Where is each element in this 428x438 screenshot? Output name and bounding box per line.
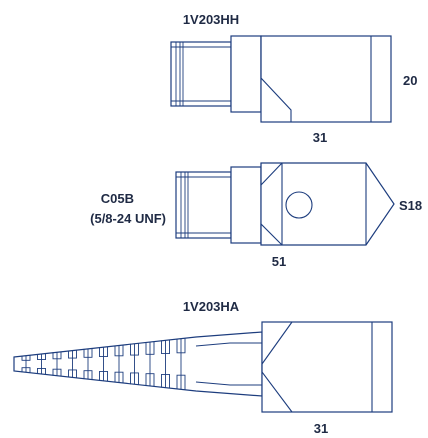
boot-notch-bottom xyxy=(83,370,93,380)
boot-notch-top xyxy=(68,350,77,359)
boot-notch-top xyxy=(52,351,62,360)
boot-notch-bottom xyxy=(52,368,62,377)
boot-notch-bottom xyxy=(130,372,139,385)
boot-notch-top xyxy=(130,343,139,356)
boot-ribs xyxy=(21,338,262,390)
label-mid-model: C05B xyxy=(101,191,134,206)
connector-1v203hh xyxy=(170,35,392,123)
boot-notch-top xyxy=(161,339,170,355)
boot-notch-bottom xyxy=(21,367,31,373)
boot-notch-top xyxy=(83,348,93,358)
boot-notch-top xyxy=(145,341,155,355)
label-top-height: 20 xyxy=(403,73,417,88)
connector-1v203ha xyxy=(13,321,393,413)
label-bottom-model: 1V203HA xyxy=(183,299,240,314)
label-mid-length: 51 xyxy=(272,254,286,269)
boot-notch-bottom xyxy=(114,371,124,383)
label-top-length: 31 xyxy=(313,130,327,145)
boot-bore-bottom xyxy=(195,381,262,386)
boot-bore-top xyxy=(195,342,262,347)
connector-c05b xyxy=(175,162,395,246)
boot-notch-bottom xyxy=(176,374,186,390)
boot-notch-bottom xyxy=(145,373,155,387)
boot-notch-bottom xyxy=(37,367,46,375)
boot-notch-bottom xyxy=(99,370,108,382)
label-mid-thread: (5/8-24 UNF) xyxy=(90,211,166,226)
boot-notch-top xyxy=(21,355,31,361)
boot-notch-top xyxy=(176,338,186,354)
label-bottom-length: 31 xyxy=(314,421,328,436)
label-top-model: 1V203HH xyxy=(183,12,239,27)
boot-notch-bottom xyxy=(161,373,170,389)
boot-notch-top xyxy=(114,345,124,357)
boot-notch-bottom xyxy=(68,369,77,378)
label-mid-size: S18 xyxy=(399,198,422,213)
boot-notch-top xyxy=(37,353,46,361)
boot-notch-top xyxy=(99,346,108,358)
